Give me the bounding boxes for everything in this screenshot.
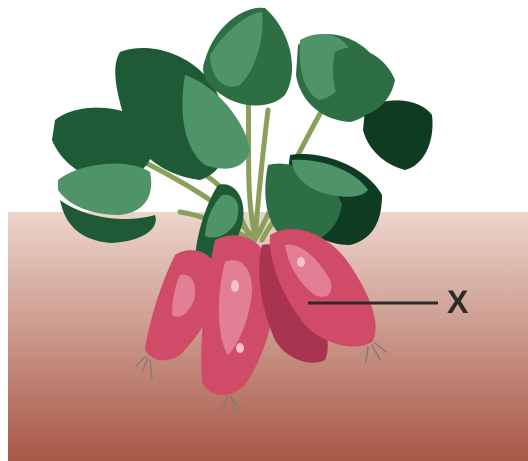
label-x: X (447, 284, 469, 320)
tuber-shine (297, 257, 305, 267)
tuber-shine (231, 280, 239, 292)
tuber-shine (236, 343, 244, 353)
